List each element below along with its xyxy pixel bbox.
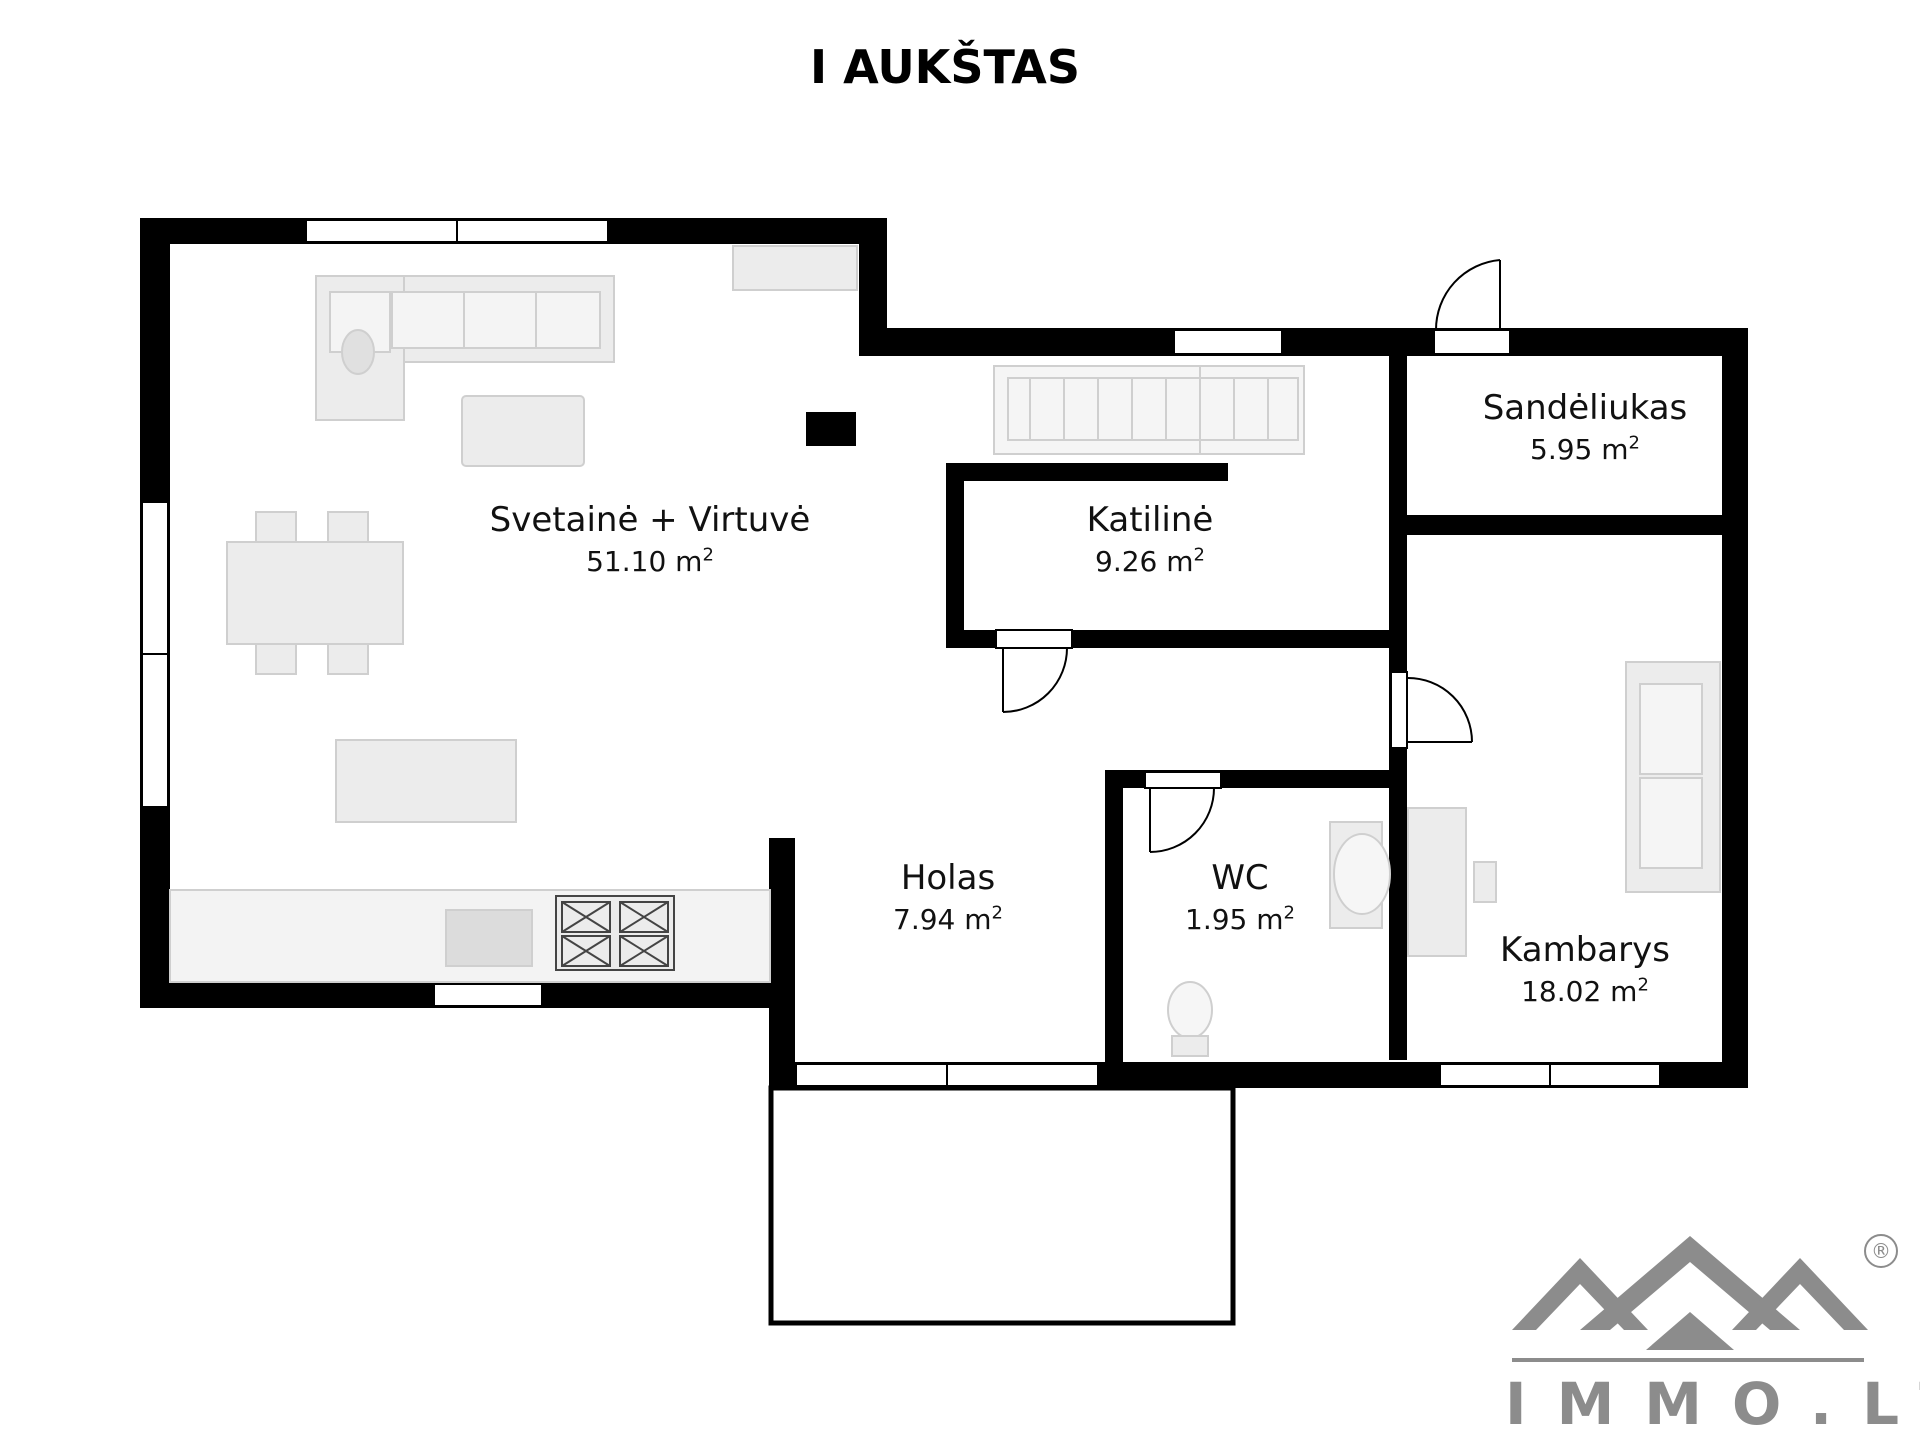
floor-title: I AUKŠTAS <box>810 40 1080 94</box>
brand-name: IMMO.LT <box>1505 1370 1920 1438</box>
wall <box>1105 770 1123 1070</box>
stove <box>555 895 675 971</box>
room-name: Sandėliukas <box>1482 388 1688 428</box>
room-label-hall: Holas 7.94 m2 <box>838 856 1058 940</box>
kitchen-island <box>335 739 517 823</box>
sink <box>445 909 533 967</box>
doors <box>995 259 1511 853</box>
logo-mountain-right <box>1732 1258 1868 1330</box>
immo-logo <box>1512 1236 1868 1362</box>
logo-baseline <box>1512 1358 1864 1362</box>
toilet <box>1167 981 1213 1057</box>
room-area: 18.02 m2 <box>1521 974 1649 1008</box>
chair <box>1473 861 1497 903</box>
room-sofa <box>1625 661 1721 893</box>
desk <box>1407 807 1467 957</box>
windows <box>141 219 1661 1087</box>
room-label-wc: WC 1.95 m2 <box>1150 856 1330 940</box>
room-name: WC <box>1211 858 1269 898</box>
wall <box>1389 515 1733 535</box>
wall <box>946 463 1228 481</box>
wall <box>859 328 1747 356</box>
room-area: 7.94 m2 <box>893 902 1003 936</box>
room-name: Holas <box>900 858 996 898</box>
logo-mountain-center <box>1580 1236 1800 1330</box>
window <box>433 983 543 1007</box>
coffee-table <box>461 395 585 467</box>
window <box>1173 329 1283 355</box>
room-label-boiler: Katilinė 9.26 m2 <box>1040 498 1260 582</box>
room-label-bedroom: Kambarys 18.02 m2 <box>1475 928 1695 1012</box>
registered-mark: ® <box>1864 1234 1898 1268</box>
room-area: 9.26 m2 <box>1095 544 1205 578</box>
door-frame <box>1144 771 1222 789</box>
room-label-storage: Sandėliukas 5.95 m2 <box>1440 386 1730 470</box>
room-area: 5.95 m2 <box>1530 432 1640 466</box>
door-frame <box>995 629 1073 649</box>
stairs <box>993 365 1305 455</box>
column <box>806 412 856 446</box>
door-frame <box>1433 329 1511 355</box>
wall <box>769 838 795 1088</box>
dining-table <box>226 511 404 675</box>
room-area: 1.95 m2 <box>1185 902 1295 936</box>
room-area: 51.10 m2 <box>586 544 714 578</box>
room-name: Kambarys <box>1500 930 1670 970</box>
washbasin <box>1329 821 1391 929</box>
wall <box>1722 328 1748 1088</box>
furniture <box>169 245 1721 1057</box>
sofa <box>315 275 615 421</box>
terrace <box>768 1085 1236 1326</box>
room-name: Svetainė + Virtuvė <box>489 500 811 540</box>
room-label-living-kitchen: Svetainė + Virtuvė 51.10 m2 <box>430 498 870 582</box>
door-frame <box>1390 671 1408 749</box>
cabinet <box>732 245 858 291</box>
logo-roof-inner <box>1646 1312 1734 1350</box>
wall <box>946 463 964 648</box>
room-name: Katilinė <box>1086 500 1214 540</box>
